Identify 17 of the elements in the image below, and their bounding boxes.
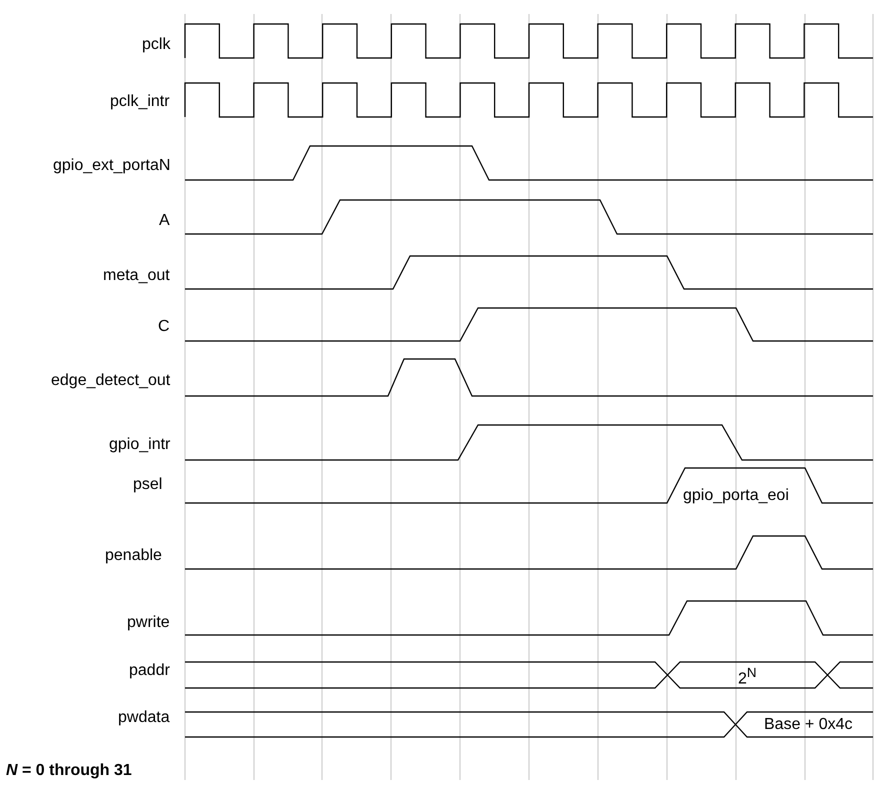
signal-name: gpio_intr (109, 436, 170, 454)
signal-name: penable (105, 547, 162, 565)
footnote: N = 0 through 31 (6, 762, 132, 780)
signal-name: pclk_intr (110, 93, 170, 111)
bus-value: 2$^{N}$ (738, 664, 757, 688)
signal-name: gpio_ext_portaN (53, 157, 170, 175)
signal-name: edge_detect_out (51, 372, 170, 390)
signal-name: paddr (129, 662, 170, 680)
signal-name: psel (133, 476, 162, 494)
bus-value: gpio_porta_eoi (683, 487, 789, 505)
bus-value: Base + 0x4c (764, 716, 852, 734)
signal-name: C (158, 318, 170, 336)
signal-name: pclk (142, 36, 170, 54)
signal-name: pwdata (118, 709, 170, 727)
signal-name: A (159, 212, 170, 230)
signal-name: meta_out (103, 267, 170, 285)
signal-name: pwrite (127, 614, 170, 632)
